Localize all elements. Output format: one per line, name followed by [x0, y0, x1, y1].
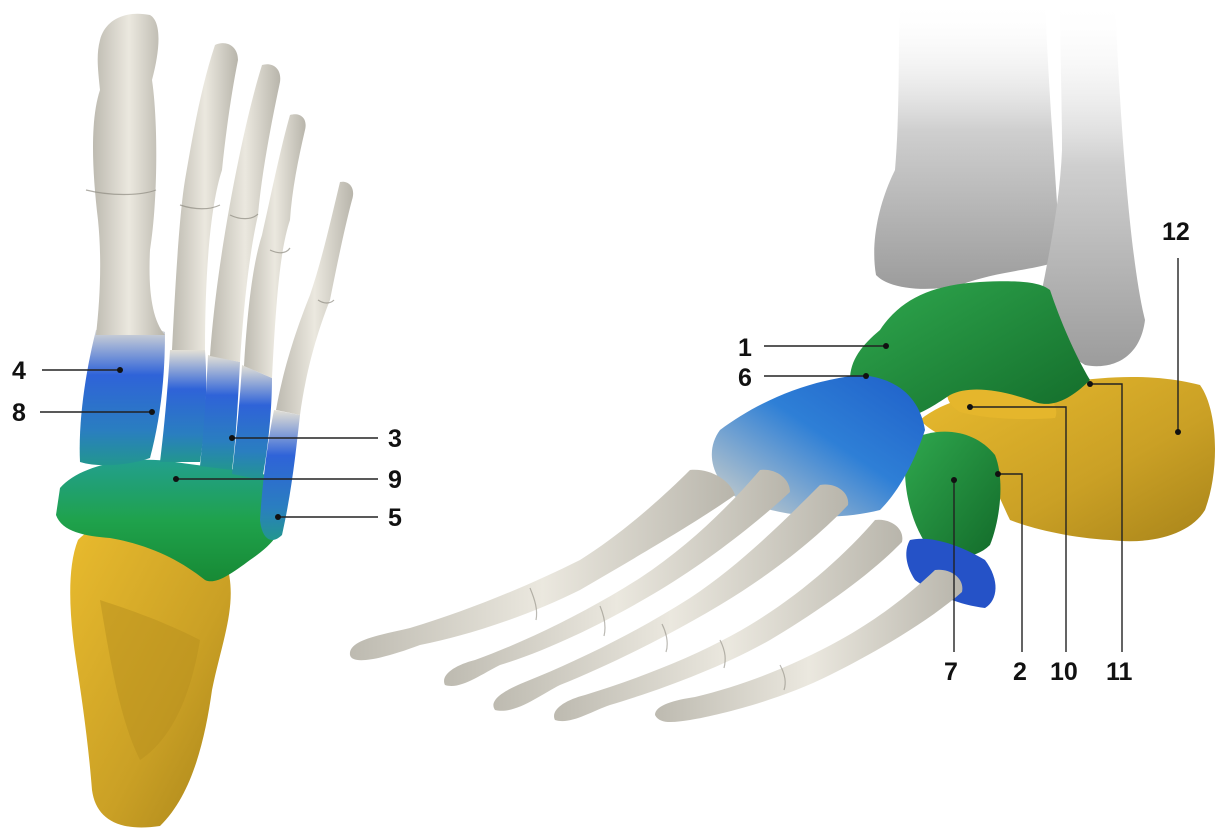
label-12: 12 — [1162, 218, 1190, 246]
label-2: 2 — [1013, 658, 1027, 686]
leader-dot-4 — [117, 367, 123, 373]
label-10: 10 — [1050, 658, 1078, 686]
leader-dot-9 — [173, 476, 179, 482]
label-4: 4 — [12, 357, 26, 385]
leader-dot-12 — [1175, 429, 1181, 435]
label-3: 3 — [388, 425, 402, 453]
leader-dot-6 — [863, 373, 869, 379]
leader-dot-11 — [1087, 381, 1093, 387]
label-11: 11 — [1106, 658, 1133, 686]
label-8: 8 — [12, 399, 26, 427]
leader-dot-1 — [883, 343, 889, 349]
cuboid-bone — [905, 432, 1000, 557]
leader-dot-3 — [229, 435, 235, 441]
metatarsal-1-left — [80, 326, 165, 465]
label-6: 6 — [738, 364, 752, 392]
dorsal-view-foot — [56, 14, 353, 828]
leader-dot-8 — [149, 409, 155, 415]
leader-dot-5 — [275, 514, 281, 520]
label-5: 5 — [388, 504, 402, 532]
label-7: 7 — [944, 658, 958, 686]
tibia-bone — [874, 0, 1060, 289]
lateral-view-foot — [350, 0, 1215, 722]
leader-dot-10 — [967, 404, 973, 410]
label-9: 9 — [388, 466, 402, 494]
label-1: 1 — [738, 334, 752, 362]
leader-dot-2 — [995, 471, 1001, 477]
leader-dot-7 — [951, 477, 957, 483]
metatarsal-2-left — [160, 350, 206, 462]
